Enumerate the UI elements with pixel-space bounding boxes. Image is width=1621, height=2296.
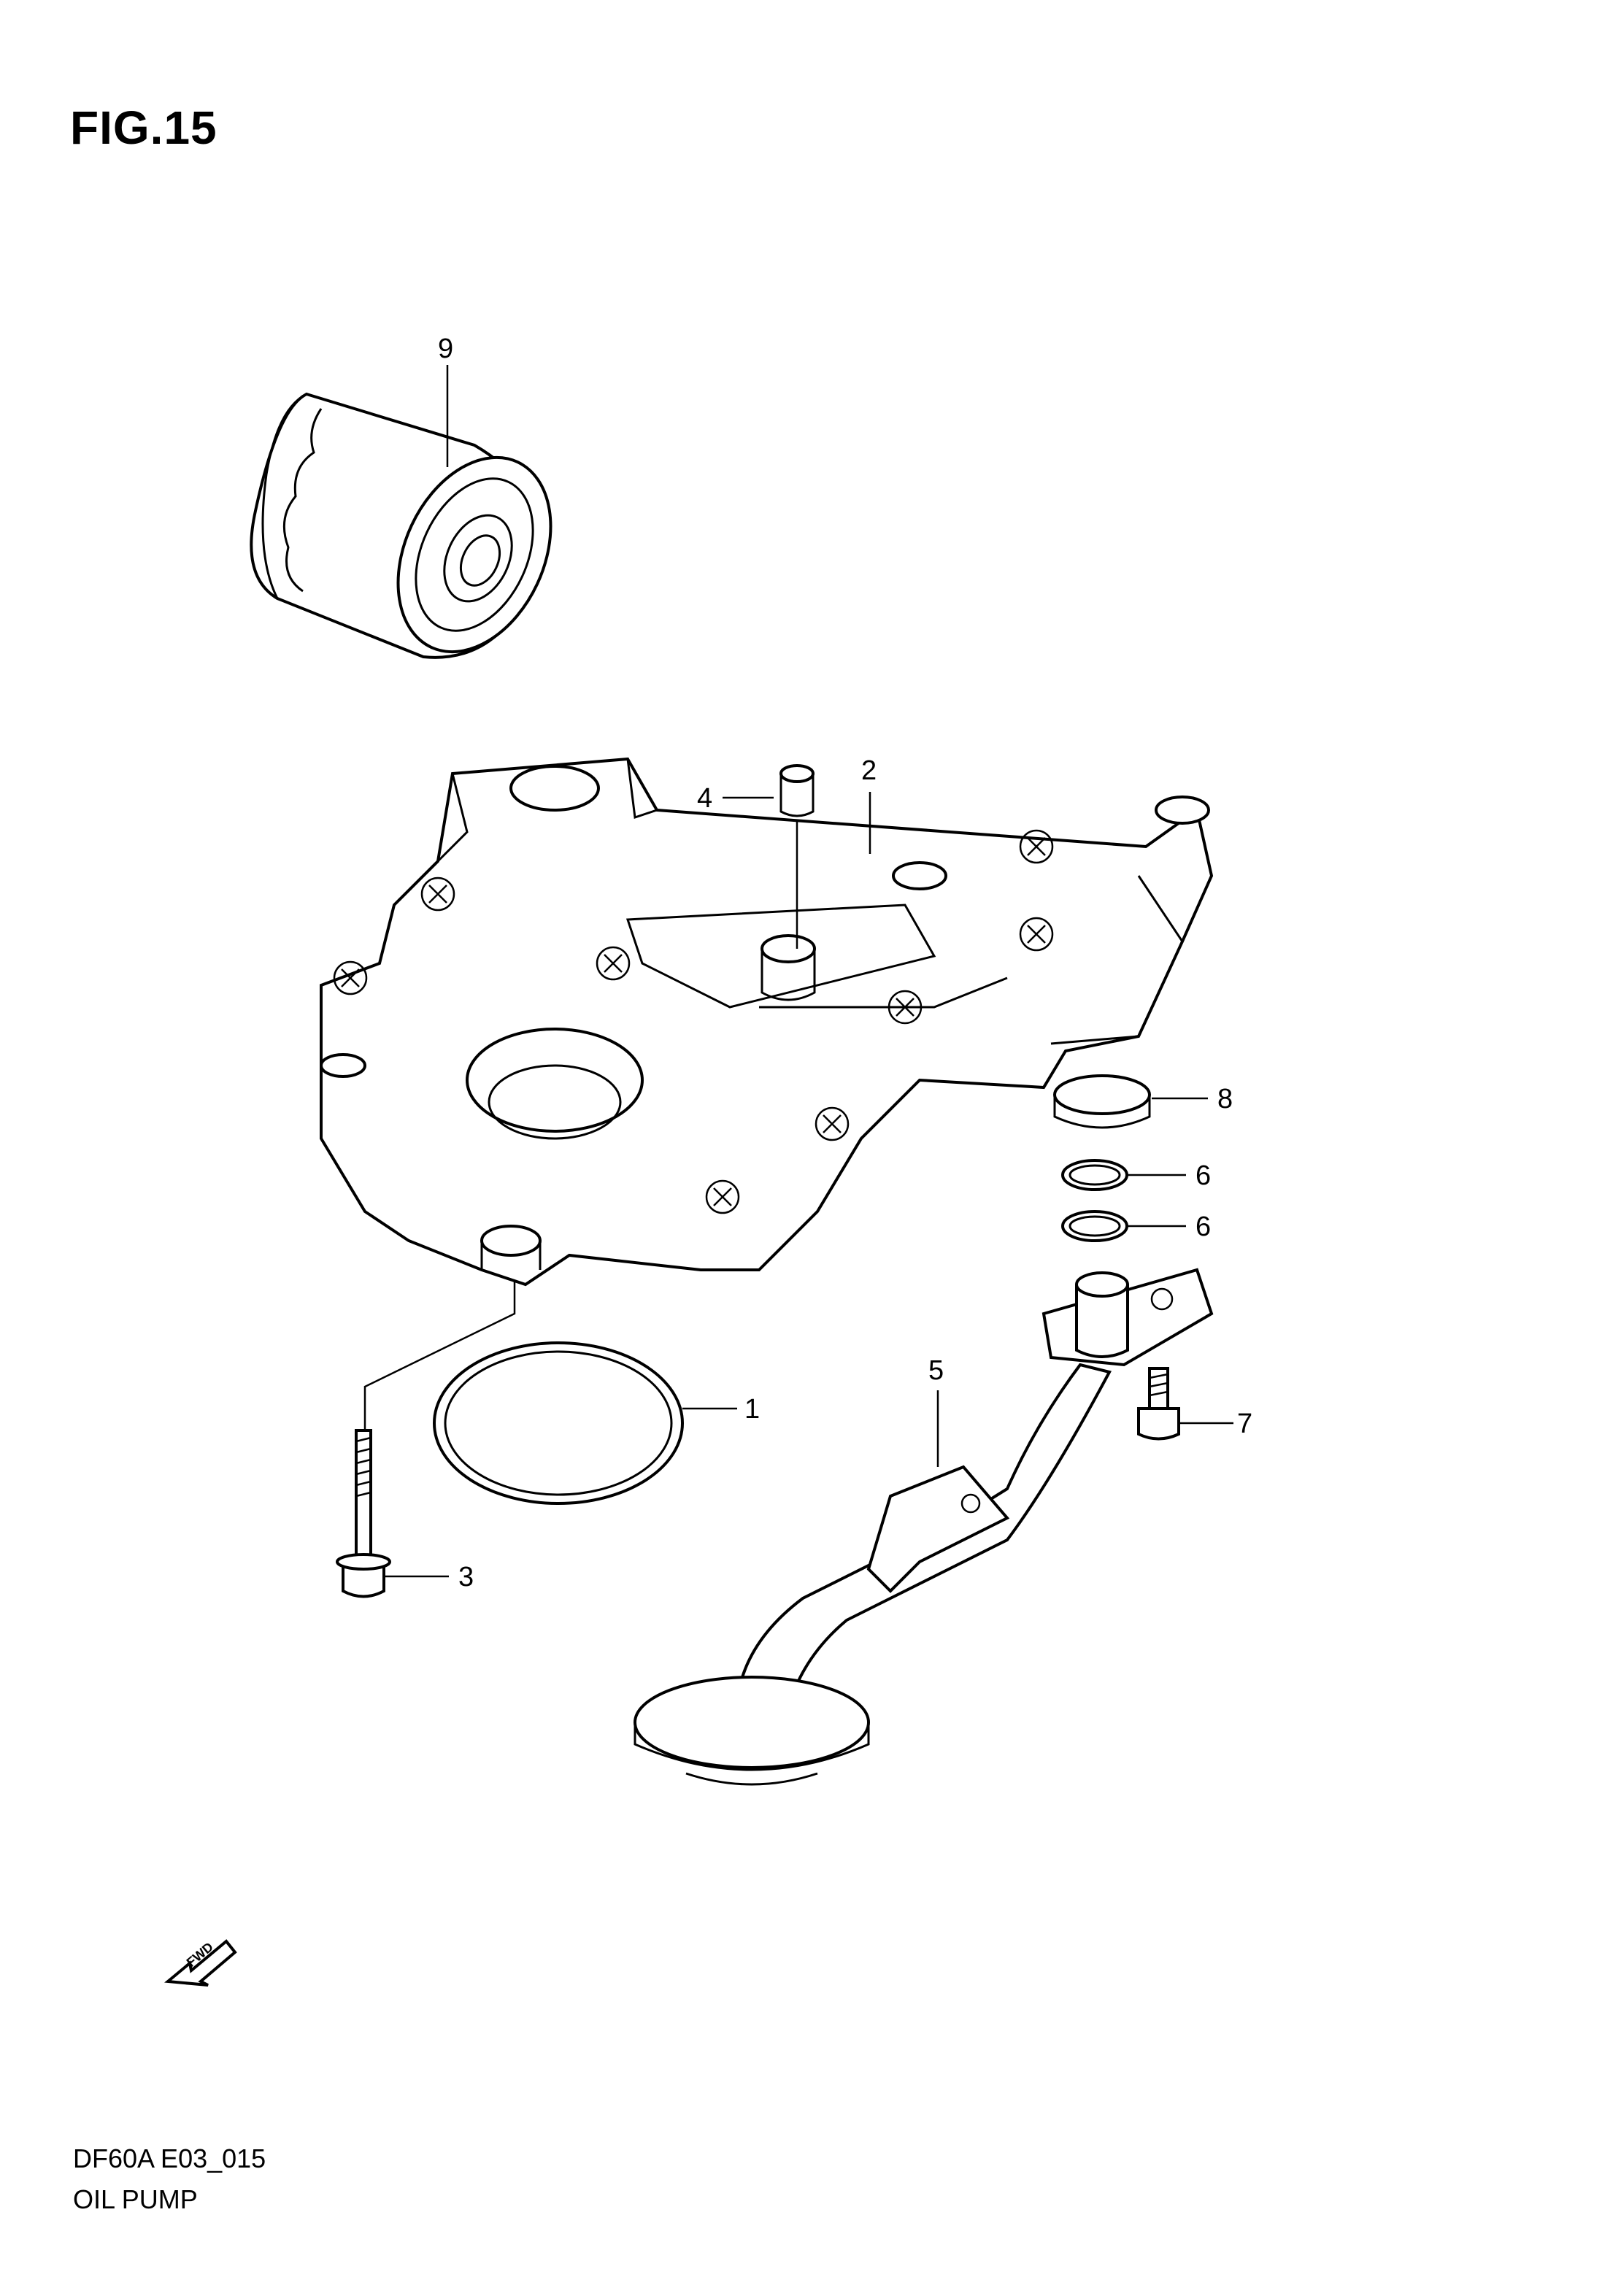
oil-pump-body-part	[320, 757, 1214, 1287]
callout-1: 1	[744, 1394, 760, 1425]
callout-8: 8	[1217, 1084, 1233, 1114]
diagram-name: OIL PUMP	[73, 2184, 198, 2214]
callout-5: 5	[928, 1355, 944, 1386]
callout-9: 9	[438, 334, 453, 364]
o-ring-large-part	[1053, 1074, 1151, 1129]
callout-6-upper: 6	[1195, 1160, 1211, 1191]
callout-3: 3	[458, 1562, 474, 1592]
o-ring-small-lower-part	[1061, 1210, 1128, 1242]
short-bolt-part	[1137, 1367, 1180, 1441]
fwd-arrow-icon: FWD	[164, 1939, 237, 1987]
gasket-ring-part	[433, 1341, 684, 1505]
oil-filter-part	[250, 392, 552, 659]
callout-2: 2	[861, 755, 877, 786]
oil-strainer-part	[634, 1268, 1214, 1786]
leader-lines	[363, 365, 1233, 1578]
diagram-code: DF60A E03_015	[73, 2143, 266, 2173]
callout-6-lower: 6	[1195, 1211, 1211, 1242]
o-ring-small-upper-part	[1061, 1159, 1128, 1191]
callout-4: 4	[697, 783, 712, 814]
callout-7: 7	[1237, 1409, 1252, 1439]
footer: DF60A E03_015 OIL PUMP	[73, 2138, 266, 2220]
long-bolt-part	[336, 1429, 391, 1598]
dowel-pin-part	[779, 764, 815, 817]
figure-title: FIG.15	[70, 101, 217, 154]
